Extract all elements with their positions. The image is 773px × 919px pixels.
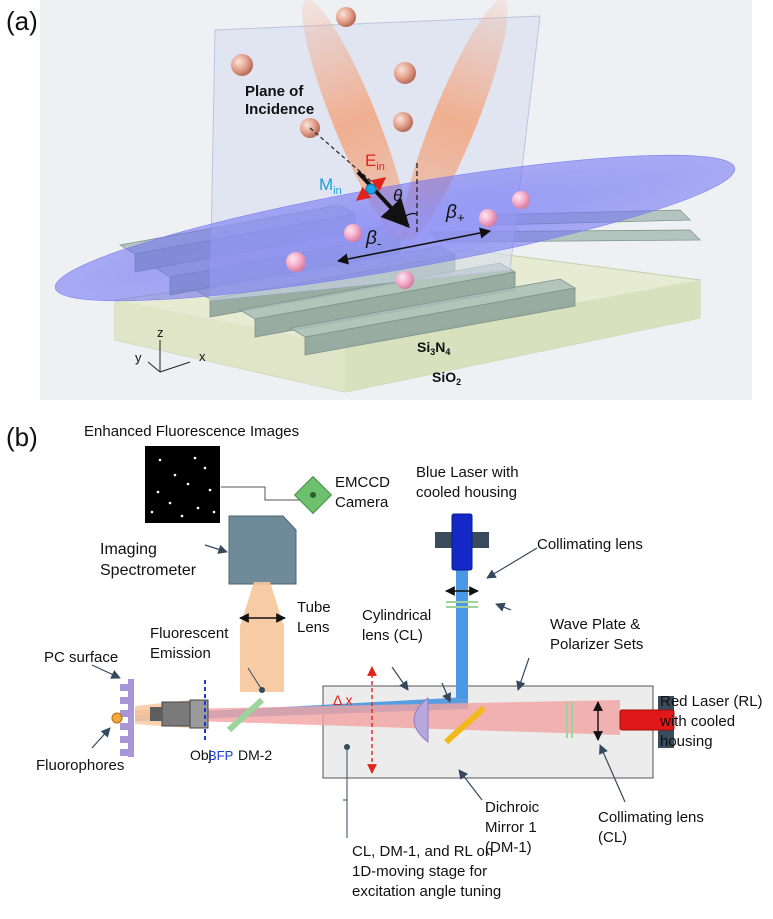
z-axis-label: z	[157, 325, 164, 340]
beta-plus-label: β+	[445, 202, 465, 225]
red-laser-body	[619, 709, 675, 731]
cylindrical-lens	[413, 696, 429, 744]
objective-label: Obj.	[190, 747, 216, 763]
dichroic-mirror-1	[443, 705, 487, 745]
camera-lens-dot	[310, 492, 316, 498]
collimating-top-pointer	[486, 547, 538, 579]
red-laser	[619, 696, 675, 748]
fluorophores-label: Fluorophores	[36, 757, 124, 774]
panel-b-letter: (b)	[6, 422, 38, 452]
objective-tip	[150, 707, 162, 721]
beta-minus-label: β-	[365, 228, 382, 251]
cylindrical-lens-pointer	[391, 666, 409, 691]
spectrometer-pointer	[204, 544, 228, 554]
stage-pointer-dot	[344, 744, 350, 750]
camera-connector	[221, 486, 300, 501]
emission-pointer	[247, 667, 263, 691]
pc-surface-tooth	[120, 697, 128, 704]
panel-a-letter: (a)	[6, 6, 38, 36]
wave-plate-label: Wave Plate &Polarizer Sets	[550, 616, 643, 653]
fluorophores-pointer	[91, 727, 111, 749]
pc-surface-base	[128, 679, 134, 757]
delta-x-label: Δ x	[333, 692, 352, 708]
dm2-label: DM-2	[238, 747, 272, 763]
particle	[512, 191, 530, 209]
emission-pointer-dot	[259, 687, 265, 693]
x-axis	[159, 361, 191, 373]
fluorescence-image	[145, 446, 220, 523]
m-field-dot	[365, 183, 377, 195]
blue-laser-body	[451, 513, 473, 571]
y-axis-label: y	[135, 350, 142, 365]
sio2-side-face	[345, 280, 700, 392]
images-title: Enhanced Fluorescence Images	[84, 423, 299, 440]
x-axis-label: x	[199, 349, 206, 364]
coordinate-axes	[147, 340, 191, 373]
plane-label-line-2: Incidence	[245, 101, 314, 118]
grating-ridge-face	[304, 287, 576, 356]
pc-surface-tooth	[120, 684, 128, 691]
si3n4-label: Si3N4	[417, 339, 450, 357]
panel-a: (a) Plane of Incidence Ein Min θ β+ β- z…	[6, 0, 752, 400]
imaging-spectrometer	[228, 515, 297, 585]
pc-surface-pointer	[91, 664, 121, 679]
dichroic-pointer	[458, 769, 483, 801]
wave-plate-pointer	[516, 657, 530, 691]
objective-lens	[150, 699, 209, 729]
particle	[231, 54, 253, 76]
particle	[479, 209, 497, 227]
wave-plate-top-pointer	[495, 602, 512, 612]
particle	[336, 7, 356, 27]
collimating-lens-bottom-label: Collimating lens(CL)	[598, 809, 704, 846]
particle	[396, 271, 414, 289]
fluorescent-emission-beam	[240, 582, 284, 692]
sio2-label: SiO2	[432, 369, 461, 387]
objective-mount	[189, 699, 209, 729]
particle	[393, 112, 413, 132]
panel-b: (b)	[6, 422, 763, 900]
pc-surface-tooth	[120, 710, 128, 717]
pc-surface-label: PC surface	[44, 649, 118, 666]
pc-surface-tooth	[120, 723, 128, 730]
theta-label: θ	[393, 186, 403, 205]
blue-vertical-beam	[456, 568, 468, 698]
particle	[344, 224, 362, 242]
pc-surface	[120, 679, 134, 757]
particle	[286, 252, 306, 272]
dichroic-mirror-2	[226, 697, 265, 733]
e-field-label: Ein	[365, 151, 385, 173]
sio2-front-face	[115, 300, 345, 392]
pc-surface-tooth	[120, 749, 128, 756]
m-field-label: Min	[319, 175, 342, 197]
theta-arc	[402, 212, 418, 219]
plane-label-line-1: Plane of	[245, 83, 304, 100]
objective-body	[161, 701, 191, 727]
y-axis	[147, 361, 161, 373]
dichroic-inner-pointer	[441, 682, 452, 703]
emccd-camera	[293, 475, 333, 515]
fluorophore-dot	[111, 712, 123, 724]
collimating-lens-top-label: Collimating lens	[537, 536, 643, 553]
pc-surface-tooth	[120, 736, 128, 743]
blue-laser	[435, 513, 489, 571]
collimating-bottom-pointer	[599, 744, 626, 803]
bfp-label: BFP	[208, 748, 233, 763]
particle	[394, 62, 416, 84]
image-spots	[150, 456, 216, 518]
beta-arrow	[336, 227, 492, 265]
